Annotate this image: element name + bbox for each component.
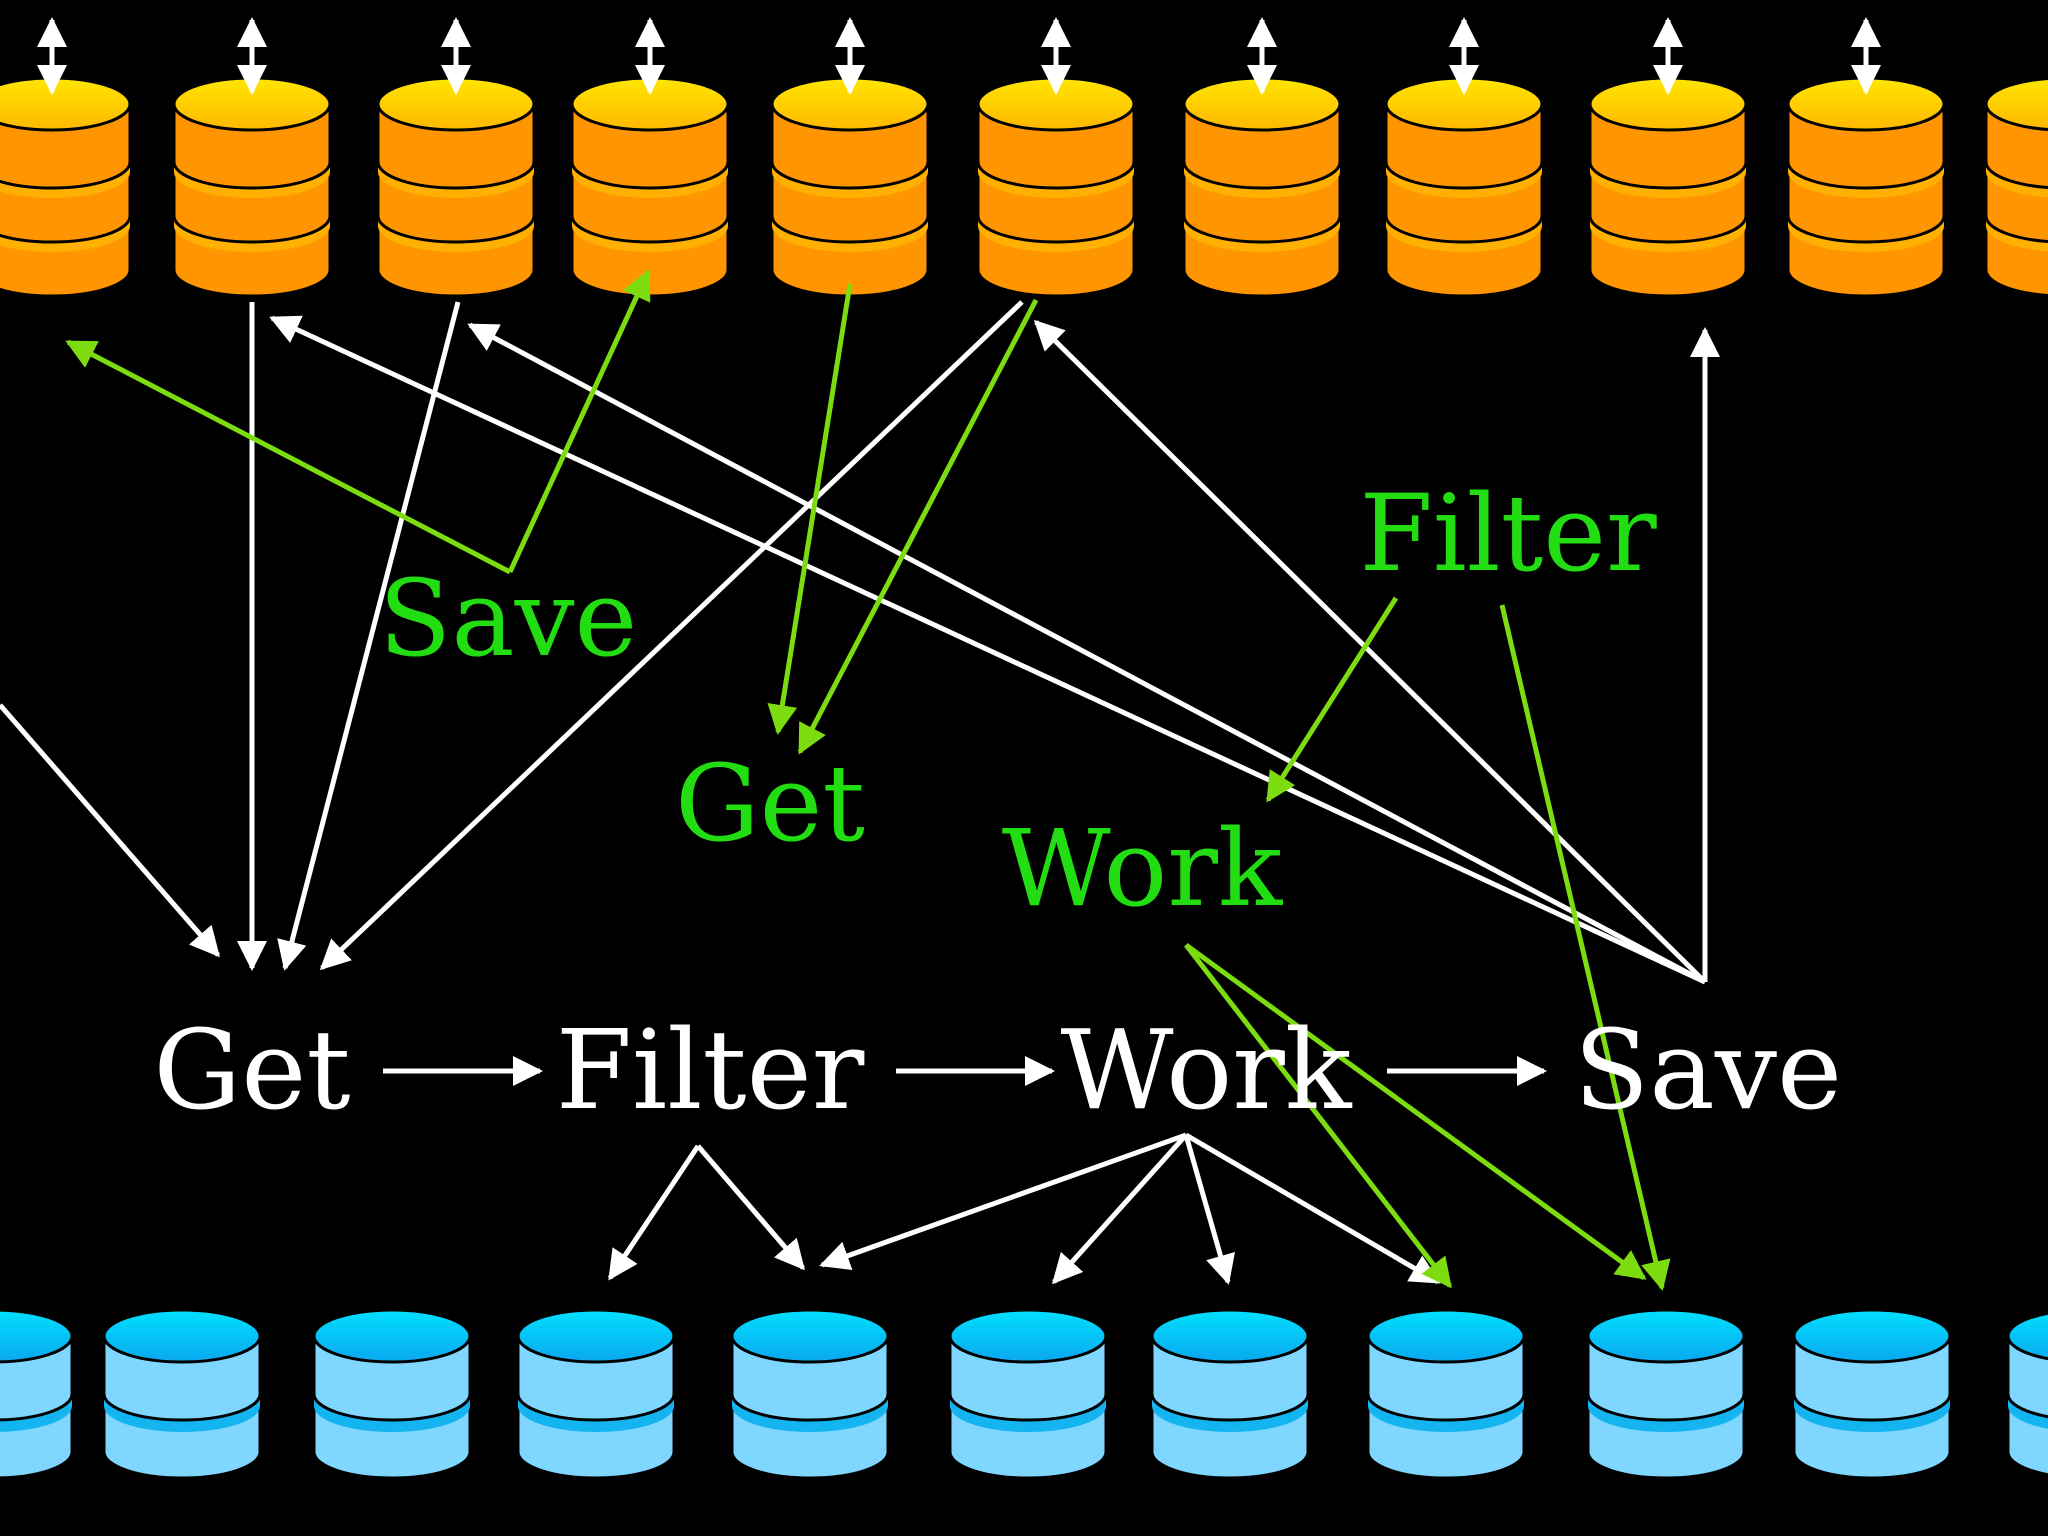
orange-database-icon: [376, 76, 536, 298]
green-arrow-filter-to-work: [1265, 596, 1399, 803]
orange-database-icon: [1588, 76, 1748, 298]
pipeline-save-label: Save: [1574, 1006, 1842, 1134]
green-arrow-db5-to-get: [767, 283, 853, 735]
orange-database-icon: [1786, 76, 1946, 298]
orange-database-icon: [1984, 77, 2048, 297]
pipeline-filter-label: Filter: [556, 1006, 865, 1134]
arrow-work-to-bdb5: [1051, 1133, 1188, 1285]
blue-database-icon: [1792, 1308, 1952, 1480]
green-arrow-work-to-bdb8: [1184, 942, 1647, 1281]
green-arrow-db6-to-get: [797, 298, 1039, 755]
arrow-save-to-db2: [269, 315, 1707, 985]
arrow-db6-to-get: [319, 300, 1024, 971]
blue-database-icon: [312, 1308, 472, 1480]
green-arrow-save-to-db1: [65, 339, 512, 575]
arrow-filter-to-bdb3: [607, 1144, 701, 1281]
arrow-work-to-bdb6: [1183, 1134, 1236, 1285]
overlay-work-label: Work: [1002, 807, 1283, 930]
blue-database-icon: [948, 1308, 1108, 1480]
green-arrow-save-to-db4: [507, 269, 651, 574]
blue-database-icon: [102, 1308, 262, 1480]
blue-database-icon: [1150, 1308, 1310, 1480]
arrow-work-to-bdb4: [819, 1132, 1187, 1271]
overlay-get-label: Get: [675, 742, 865, 865]
overlay-filter-label: Filter: [1359, 472, 1657, 595]
orange-database-icon: [1182, 76, 1342, 298]
orange-database-icon: [0, 76, 132, 298]
green-arrows: [65, 269, 1671, 1291]
top-storage-row: [0, 76, 2048, 298]
orange-database-icon: [570, 76, 730, 298]
arrow-save-to-db3: [467, 322, 1707, 985]
pipeline-work-label: Work: [1060, 1006, 1352, 1134]
arrow-save-to-db6: [1033, 319, 1707, 984]
orange-database-icon: [1384, 76, 1544, 298]
blue-database-icon: [516, 1308, 676, 1480]
blue-database-icon: [1366, 1308, 1526, 1480]
orange-database-icon: [172, 76, 332, 298]
orange-database-icon: [976, 76, 1136, 298]
arrow-db3-to-get: [277, 301, 461, 971]
orange-database-icon: [770, 76, 930, 298]
green-arrow-filter-to-bdb8: [1499, 604, 1671, 1291]
overlay-save-label: Save: [379, 557, 637, 680]
blue-database-icon: [2006, 1311, 2048, 1477]
pipeline-get-label: Get: [153, 1006, 350, 1134]
blue-database-icon: [1586, 1308, 1746, 1480]
bottom-storage-row: [0, 1308, 2048, 1480]
blue-database-icon: [0, 1308, 74, 1480]
white-arrows: [0, 16, 1881, 1285]
arrow-work-to-bdb7: [1184, 1132, 1441, 1285]
io-arrows: [37, 16, 1881, 95]
blue-database-icon: [730, 1308, 890, 1480]
green-arrow-work-to-bdb7: [1184, 943, 1452, 1289]
arrow-left-to-get: [0, 703, 220, 958]
arrow-filter-to-bdb4: [696, 1144, 805, 1271]
